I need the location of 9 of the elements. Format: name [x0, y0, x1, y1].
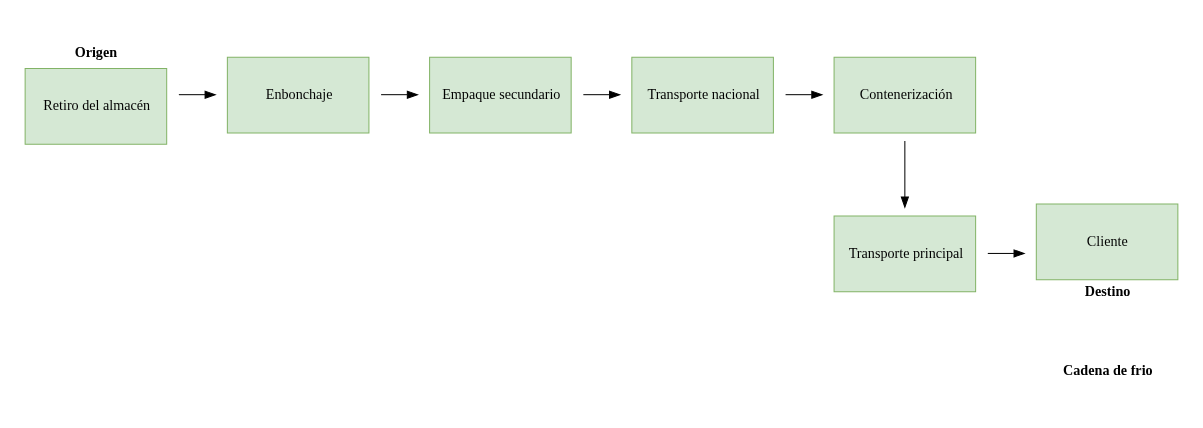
arrow: [900, 140, 910, 209]
arrow: [987, 249, 1026, 258]
arrow: [582, 90, 622, 99]
node-label: Origen: [74, 44, 118, 61]
arrow: [178, 90, 217, 99]
label: Cadena de frio: [1063, 362, 1153, 379]
arrow: [380, 90, 419, 99]
arrow: [785, 90, 824, 99]
node-label: Destino: [1084, 283, 1131, 300]
